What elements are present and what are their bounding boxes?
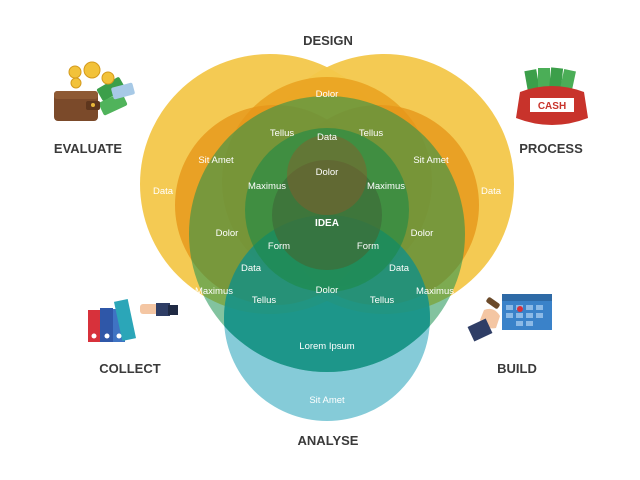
region-dolor-upper-center: Dolor bbox=[316, 167, 339, 178]
region-sit-amet-left: Sit Amet bbox=[198, 155, 234, 166]
region-maximus-left-upper: Maximus bbox=[248, 181, 286, 192]
region-sit-amet-right: Sit Amet bbox=[413, 155, 449, 166]
region-dolor-right: Dolor bbox=[411, 228, 434, 239]
region-dolor-lower-center: Dolor bbox=[316, 285, 339, 296]
label-build: BUILD bbox=[497, 361, 537, 376]
wallet-coins-icon bbox=[54, 61, 135, 121]
region-maximus-right-lower: Maximus bbox=[416, 286, 454, 297]
region-tellus-left-top: Tellus bbox=[270, 128, 295, 139]
label-evaluate: EVALUATE bbox=[54, 141, 122, 156]
region-sit-amet-bottom: Sit Amet bbox=[309, 395, 345, 406]
region-dolor-top: Dolor bbox=[316, 89, 339, 100]
region-form-left: Form bbox=[268, 241, 290, 252]
region-data-far-left: Data bbox=[153, 186, 174, 197]
region-idea: IDEA bbox=[315, 218, 339, 229]
region-data-right-lower: Data bbox=[389, 263, 410, 274]
label-design: DESIGN bbox=[303, 33, 353, 48]
region-lorem-ipsum: Lorem Ipsum bbox=[299, 341, 355, 352]
label-analyse: ANALYSE bbox=[298, 433, 359, 448]
binders-hand-icon bbox=[88, 298, 178, 342]
region-data-left-lower: Data bbox=[241, 263, 262, 274]
cash-bag-icon: CASH bbox=[516, 67, 588, 125]
calendar-hand-icon bbox=[467, 294, 552, 342]
region-form-right: Form bbox=[357, 241, 379, 252]
region-tellus-right-top: Tellus bbox=[359, 128, 384, 139]
region-dolor-left: Dolor bbox=[216, 228, 239, 239]
label-collect: COLLECT bbox=[99, 361, 160, 376]
region-maximus-right-upper: Maximus bbox=[367, 181, 405, 192]
region-data-far-right: Data bbox=[481, 186, 502, 197]
region-tellus-right-lower: Tellus bbox=[370, 295, 395, 306]
cash-text: CASH bbox=[538, 101, 566, 112]
center-circle bbox=[272, 160, 382, 270]
region-tellus-left-lower: Tellus bbox=[252, 295, 277, 306]
region-data-top: Data bbox=[317, 132, 338, 143]
label-process: PROCESS bbox=[519, 141, 583, 156]
region-maximus-left-lower: Maximus bbox=[195, 286, 233, 297]
corner-labels: DESIGN EVALUATE PROCESS COLLECT BUILD AN… bbox=[54, 33, 583, 448]
region-labels: Dolor Tellus Data Tellus Sit Amet Sit Am… bbox=[153, 89, 502, 406]
